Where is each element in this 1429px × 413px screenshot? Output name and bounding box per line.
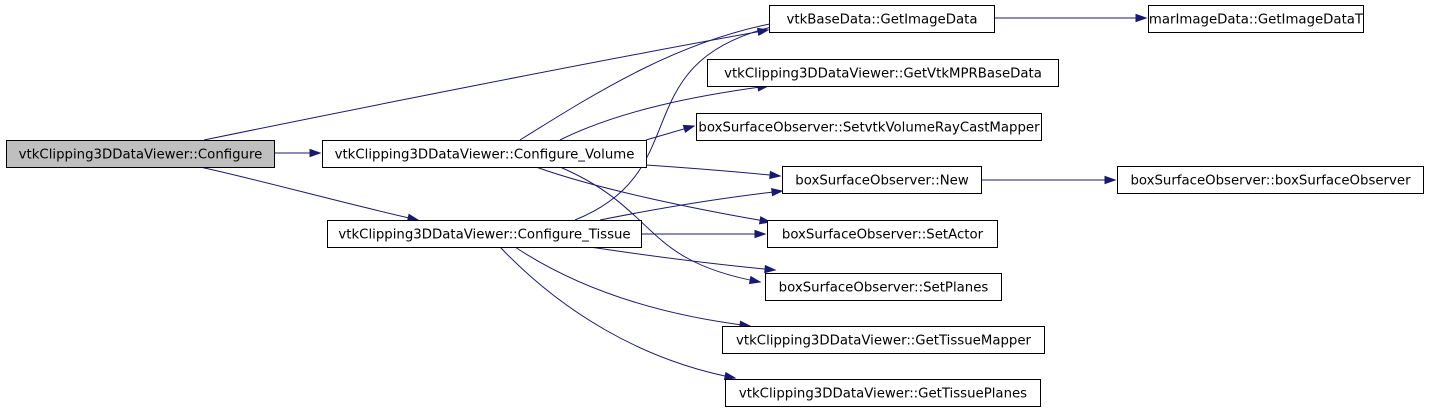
node-label: vtkClipping3DDataViewer::Configure_Volum…	[335, 148, 635, 163]
edge-configure-tissue-to-new	[599, 188, 784, 221]
node-label: boxSurfaceObserver::New	[795, 174, 969, 189]
edge-configure-to-get-image-data	[203, 27, 770, 141]
node-set-vtk-volume-ray-cast-mapper[interactable]: boxSurfaceObserver::SetvtkVolumeRayCastM…	[696, 113, 1042, 141]
node-set-actor[interactable]: boxSurfaceObserver::SetActor	[767, 220, 998, 248]
edge-configure-to-configure-volume	[274, 148, 322, 158]
node-box	[769, 5, 995, 33]
node-box	[767, 220, 998, 248]
edge-configure-tissue-to-get-tissue-mapper	[514, 246, 752, 329]
node-box	[696, 113, 1042, 141]
node-label: vtkClipping3DDataViewer::GetTissuePlanes	[739, 387, 1027, 402]
node-box	[1117, 166, 1424, 194]
node-label: boxSurfaceObserver::boxSurfaceObserver	[1130, 174, 1411, 189]
node-box	[782, 166, 982, 194]
node-box	[322, 140, 647, 168]
node-get-image-data-t[interactable]: marImageData::GetImageDataT	[1148, 5, 1364, 33]
node-label: boxSurfaceObserver::SetPlanes	[779, 281, 989, 296]
node-label: vtkClipping3DDataViewer::GetTissueMapper	[736, 334, 1032, 349]
node-box	[725, 379, 1041, 407]
node-box	[707, 59, 1059, 87]
node-set-planes[interactable]: boxSurfaceObserver::SetPlanes	[765, 273, 1002, 301]
node-box	[722, 326, 1045, 354]
node-new[interactable]: boxSurfaceObserver::New	[782, 166, 982, 194]
node-label: marImageData::GetImageDataT	[1149, 13, 1364, 28]
edge-configure-volume-to-new	[645, 164, 782, 180]
node-get-tissue-mapper[interactable]: vtkClipping3DDataViewer::GetTissueMapper	[722, 326, 1045, 354]
node-configure-volume[interactable]: vtkClipping3DDataViewer::Configure_Volum…	[322, 140, 647, 168]
edge-configure-tissue-to-set-planes	[589, 246, 777, 274]
node-box	[6, 140, 275, 168]
node-label: vtkClipping3DDataViewer::Configure_Tissu…	[338, 228, 630, 243]
node-box-surface-observer-ctor[interactable]: boxSurfaceObserver::boxSurfaceObserver	[1117, 166, 1424, 194]
node-box	[327, 220, 642, 248]
edge-get-image-data-to-get-image-data-t	[994, 13, 1148, 23]
edge-configure-volume-to-set-vtk-volume-ray-cast-mapper	[645, 124, 696, 141]
edge-configure-to-configure-tissue	[199, 166, 420, 222]
node-configure[interactable]: vtkClipping3DDataViewer::Configure	[6, 140, 275, 168]
node-configure-tissue[interactable]: vtkClipping3DDataViewer::Configure_Tissu…	[327, 220, 642, 248]
edge-configure-volume-to-set-planes	[559, 166, 762, 285]
node-label: boxSurfaceObserver::SetActor	[782, 228, 984, 243]
edge-new-to-box-surface-observer-ctor	[981, 175, 1117, 185]
edge-configure-volume-to-set-actor	[535, 166, 772, 225]
node-label: boxSurfaceObserver::SetvtkVolumeRayCastM…	[698, 121, 1040, 136]
node-get-tissue-planes[interactable]: vtkClipping3DDataViewer::GetTissuePlanes	[725, 379, 1041, 407]
edge-configure-tissue-to-set-actor	[641, 229, 767, 239]
node-label: vtkBaseData::GetImageData	[787, 13, 978, 28]
node-get-image-data[interactable]: vtkBaseData::GetImageData	[769, 5, 995, 33]
node-label: vtkClipping3DDataViewer::GetVtkMPRBaseDa…	[724, 67, 1042, 82]
node-box	[765, 273, 1002, 301]
edge-configure-tissue-to-get-tissue-planes	[499, 246, 737, 381]
node-box	[1148, 5, 1364, 33]
node-label: vtkClipping3DDataViewer::Configure	[19, 148, 263, 163]
node-get-vtk-mpr-base-data[interactable]: vtkClipping3DDataViewer::GetVtkMPRBaseDa…	[707, 59, 1059, 87]
